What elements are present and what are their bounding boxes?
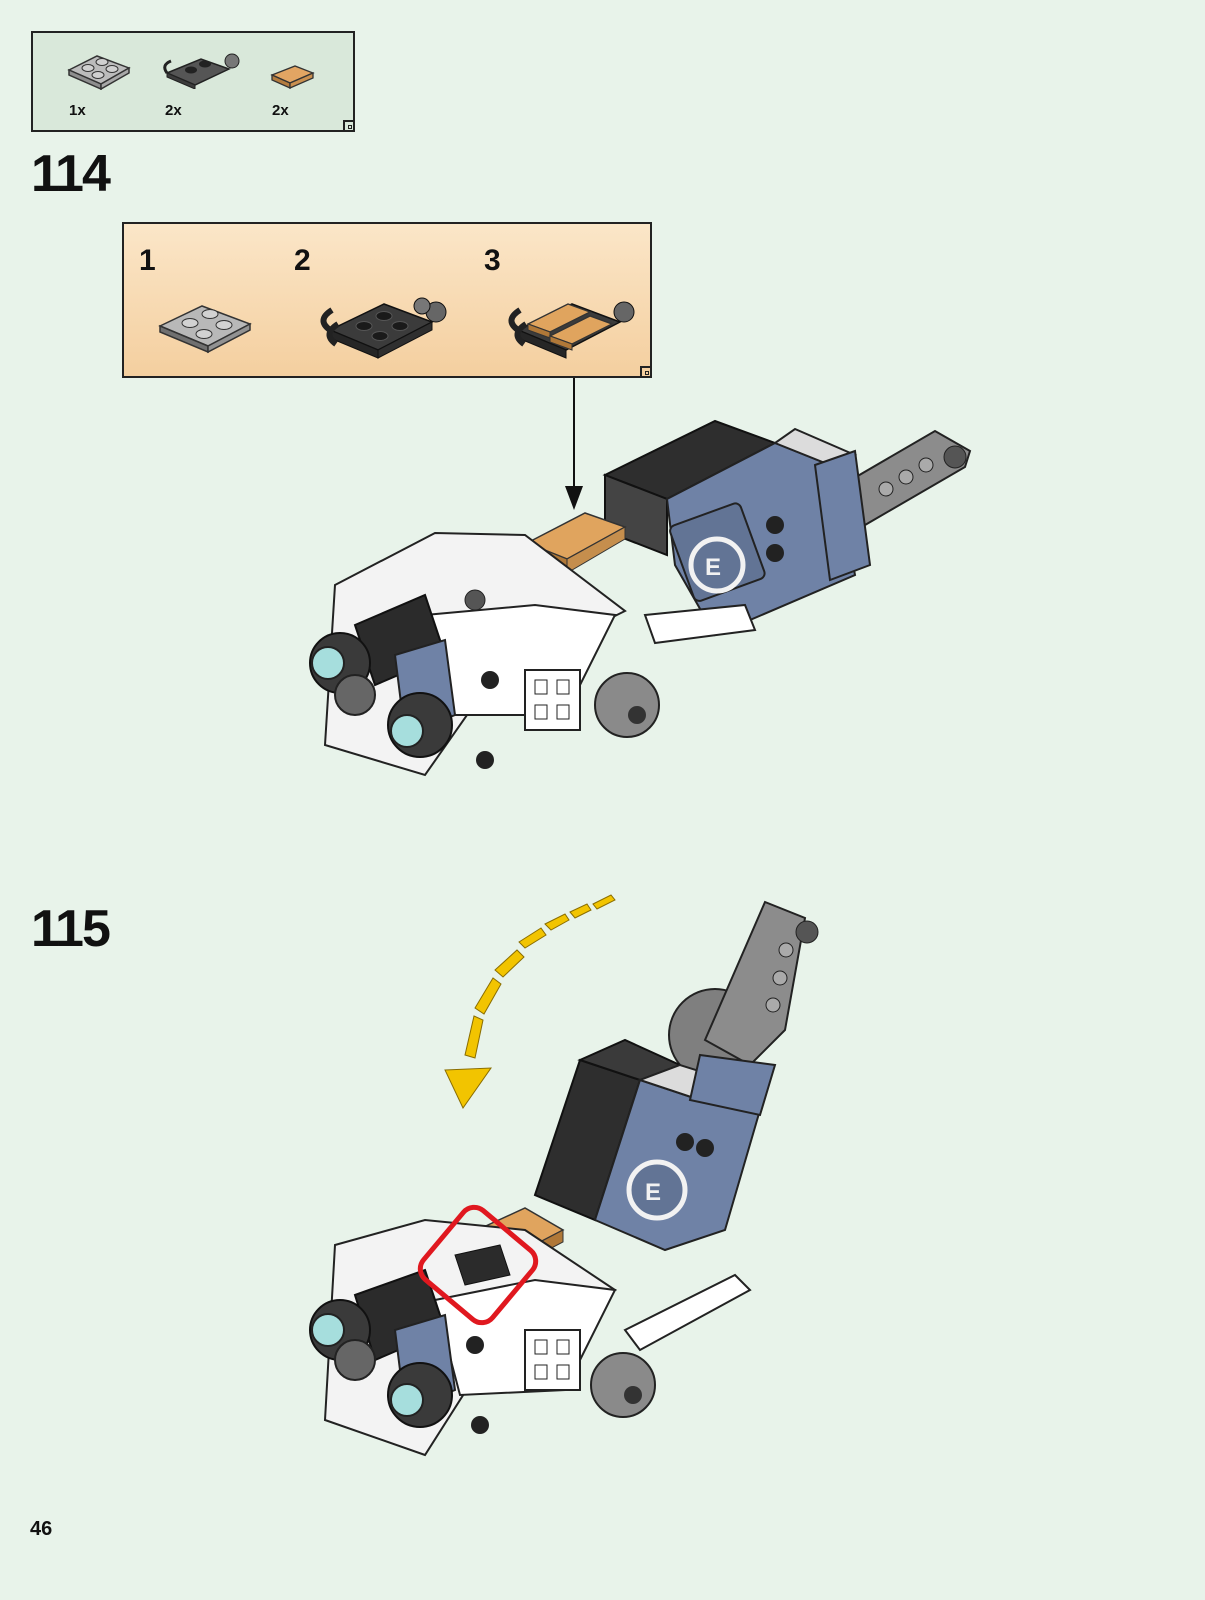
part-qty: 1x xyxy=(69,102,86,119)
step-114-model-image: E xyxy=(295,415,975,790)
tan-tile-icon xyxy=(269,63,319,93)
step-115-model-image: E xyxy=(295,890,855,1475)
substep-number: 3 xyxy=(484,244,501,278)
subassembly-callout: 1 2 3 xyxy=(122,222,652,378)
callout-corner-marker xyxy=(640,366,652,378)
page-number: 46 xyxy=(30,1518,52,1541)
part-qty: 2x xyxy=(272,102,289,119)
substep-3-tiled-assembly-image xyxy=(498,288,638,362)
grey-plate-icon xyxy=(65,48,135,90)
part-qty: 2x xyxy=(165,102,182,119)
parts-list-callout: 1x 2x 2x xyxy=(31,31,355,132)
svg-text:E: E xyxy=(705,554,721,581)
step-number: 114 xyxy=(31,148,109,200)
step-number: 115 xyxy=(31,903,109,955)
callout-corner-marker xyxy=(343,120,355,132)
substep-2-clip-assembly-image xyxy=(310,290,450,362)
substep-number: 2 xyxy=(294,244,311,278)
substep-number: 1 xyxy=(139,244,156,278)
substep-1-plate-image xyxy=(156,296,256,354)
svg-text:E: E xyxy=(645,1179,661,1206)
clip-plate-icon xyxy=(161,47,241,89)
